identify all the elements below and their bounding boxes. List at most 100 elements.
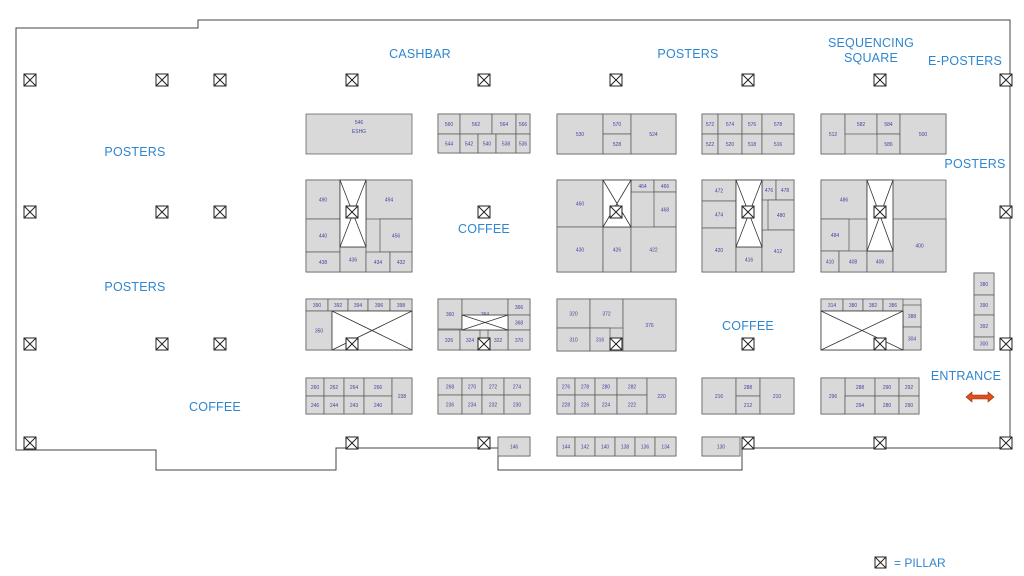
booth[interactable] — [622, 298, 677, 352]
booth-number: 540 — [483, 142, 492, 148]
booth-number: 320 — [569, 312, 578, 318]
booth-number: 484 — [831, 233, 840, 239]
booth-number: 512 — [829, 132, 838, 138]
booth-number: 140 — [601, 445, 610, 451]
booth-number: 246 — [311, 403, 320, 409]
booth[interactable] — [556, 298, 591, 329]
booth[interactable] — [515, 133, 531, 154]
booth[interactable] — [503, 394, 531, 415]
booth-number: 360 — [446, 312, 455, 318]
booth[interactable] — [379, 218, 413, 253]
booth-number: 464 — [638, 184, 647, 190]
booth[interactable] — [701, 200, 737, 229]
booth-number: 466 — [661, 184, 670, 190]
booth[interactable] — [365, 179, 413, 220]
booth[interactable] — [646, 377, 677, 415]
booth-number: 216 — [715, 394, 724, 400]
booth-number: 300 — [980, 342, 989, 348]
booth[interactable] — [767, 199, 795, 231]
pillar-icon — [345, 205, 359, 219]
booth[interactable] — [602, 226, 632, 273]
booth-number: 560 — [445, 122, 454, 128]
booth[interactable] — [899, 113, 947, 155]
booth[interactable] — [630, 113, 677, 155]
booth-number: 516 — [774, 142, 783, 148]
booth-number: 268 — [446, 385, 455, 391]
booth[interactable] — [973, 336, 995, 351]
pillar-icon — [155, 73, 169, 87]
booth[interactable] — [761, 133, 795, 155]
pillar-icon — [477, 337, 491, 351]
booth-number: 544 — [445, 142, 454, 148]
booth-number: 290 — [905, 403, 914, 409]
booth-number: 396 — [375, 303, 384, 309]
booth-number: 276 — [562, 385, 571, 391]
booth[interactable] — [820, 377, 846, 415]
booth-number: 460 — [576, 202, 585, 208]
zone-label-posters-left-2: POSTERS — [104, 280, 165, 294]
booth-number: 528 — [613, 142, 622, 148]
pillar-icon — [213, 205, 227, 219]
booth-number: 394 — [354, 303, 363, 309]
booth[interactable] — [497, 436, 531, 457]
booth[interactable] — [339, 246, 367, 273]
booth-number: 146 — [510, 445, 519, 451]
booth[interactable] — [892, 218, 947, 273]
booth-number: 578 — [774, 122, 783, 128]
booth[interactable] — [556, 179, 604, 228]
booth-number: 480 — [777, 213, 786, 219]
booth[interactable] — [701, 227, 737, 273]
zone-label-posters-left-1: POSTERS — [104, 145, 165, 159]
booth-block — [305, 113, 413, 155]
pillar-icon — [23, 205, 37, 219]
booth[interactable] — [389, 251, 413, 273]
booth-number: 130 — [717, 445, 726, 451]
booth-number: 478 — [781, 188, 790, 194]
zone-label-coffee-left: COFFEE — [189, 400, 241, 414]
booth-number: 236 — [446, 403, 455, 409]
booth[interactable] — [556, 226, 604, 273]
booth[interactable] — [761, 229, 795, 273]
booth[interactable] — [391, 377, 413, 415]
booth-number: 372 — [602, 312, 611, 318]
booth[interactable] — [630, 226, 677, 273]
booth-number: 243 — [350, 403, 359, 409]
booth[interactable] — [759, 377, 795, 415]
booth-number: 278 — [581, 385, 590, 391]
booth[interactable] — [654, 436, 677, 457]
booth-number: 234 — [468, 403, 477, 409]
stage-cross-area — [602, 179, 632, 228]
booth-number: 368 — [515, 321, 524, 327]
booth-number: 134 — [661, 445, 670, 451]
booth[interactable] — [898, 395, 920, 415]
zone-label-sequencing: SEQUENCING — [828, 36, 914, 50]
booth-number: 266 — [374, 385, 383, 391]
booth-number: 222 — [628, 403, 637, 409]
booth-number: 392 — [980, 324, 989, 330]
booth[interactable] — [305, 310, 333, 351]
booth-number: 288 — [744, 385, 753, 391]
booth[interactable] — [701, 436, 741, 457]
stage-cross-area — [461, 314, 509, 331]
zone-label-cashbar: CASHBAR — [389, 47, 451, 61]
booth-number: 408 — [849, 260, 858, 266]
booth-number: 582 — [857, 122, 866, 128]
booth[interactable] — [820, 218, 850, 252]
booth-number: 412 — [774, 249, 783, 255]
pillar-icon — [874, 556, 887, 569]
booth[interactable] — [820, 113, 846, 155]
booth[interactable] — [735, 246, 763, 273]
booth-number: 304 — [908, 337, 917, 343]
pillar-icon — [741, 337, 755, 351]
booth[interactable] — [820, 179, 868, 220]
legend-label: = PILLAR — [894, 556, 946, 570]
booth[interactable] — [556, 113, 604, 155]
booth-number: 422 — [649, 248, 658, 254]
pillar-icon — [345, 436, 359, 450]
booth[interactable] — [701, 377, 737, 415]
pillar-icon — [741, 436, 755, 450]
booth-number: 490 — [319, 198, 328, 204]
booth-number: 576 — [748, 122, 757, 128]
